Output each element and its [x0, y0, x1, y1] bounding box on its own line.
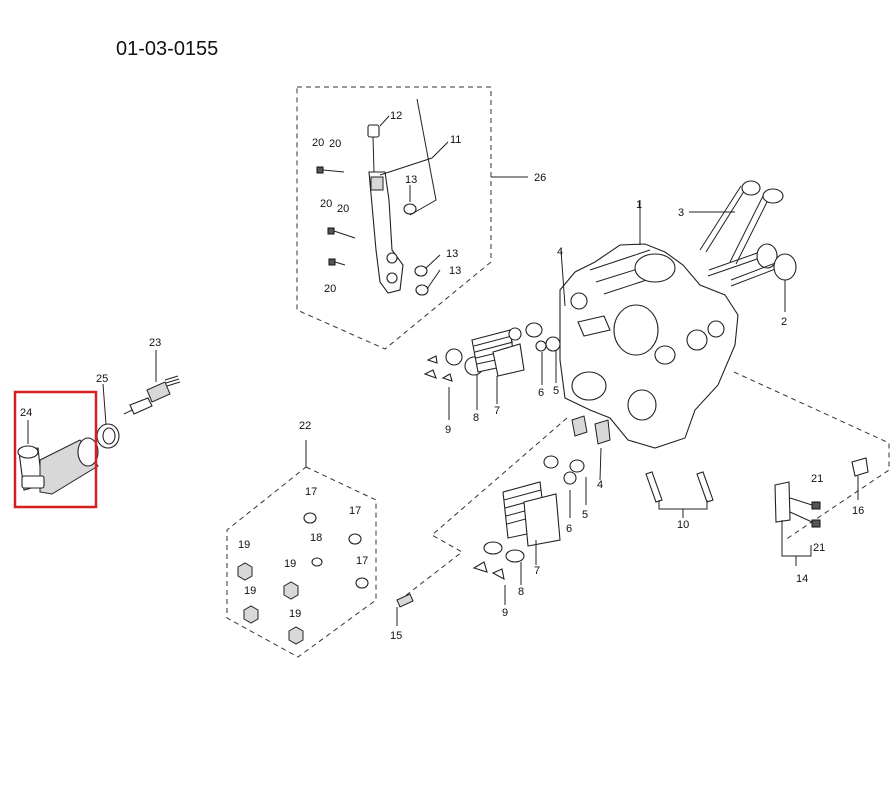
upper-valve-train — [423, 322, 561, 420]
callout-24: 24 — [20, 407, 32, 419]
callout-labels: 1 2 3 4 4 5 5 6 6 7 7 8 8 9 9 10 11 12 1… — [20, 110, 864, 642]
callout-15: 15 — [390, 630, 402, 642]
callout-3: 3 — [678, 207, 684, 219]
group-outline-nuts-washers — [226, 466, 377, 658]
callout-14: 14 — [796, 573, 808, 585]
callout-22: 22 — [299, 420, 311, 432]
lower-valve-train — [472, 455, 587, 605]
bolt-20-a — [316, 166, 345, 174]
callout-6b: 6 — [566, 523, 572, 535]
nuts-washers — [237, 440, 369, 645]
callout-18: 18 — [310, 532, 322, 544]
callout-20c: 20 — [320, 198, 332, 210]
callout-17b: 17 — [349, 505, 361, 517]
callout-4b: 4 — [597, 479, 603, 491]
group-outline-rocker-arm — [296, 86, 492, 350]
callout-21b: 21 — [813, 542, 825, 554]
bolt-20-b — [327, 227, 356, 239]
right-side-parts — [645, 457, 869, 566]
callout-19b: 19 — [284, 558, 296, 570]
callout-5b: 5 — [582, 509, 588, 521]
callout-19a: 19 — [238, 539, 250, 551]
callout-2: 2 — [781, 316, 787, 328]
callout-20d: 20 — [337, 203, 349, 215]
callout-13b: 13 — [446, 248, 458, 260]
callout-12: 12 — [390, 110, 402, 122]
diagram-title: 01-03-0155 — [116, 38, 219, 60]
callout-25: 25 — [96, 373, 108, 385]
valves — [689, 180, 797, 312]
callout-9a: 9 — [445, 424, 451, 436]
callout-6a: 6 — [538, 387, 544, 399]
callout-5a: 5 — [553, 385, 559, 397]
callout-17a: 17 — [305, 486, 317, 498]
callout-16: 16 — [852, 505, 864, 517]
rocker-arm-assembly — [316, 98, 528, 296]
bolt-20-c — [328, 258, 346, 266]
spark-plug — [123, 350, 181, 415]
callout-10: 10 — [677, 519, 689, 531]
cylinder-head — [559, 200, 739, 481]
callout-8b: 8 — [518, 586, 524, 598]
callout-7b: 7 — [534, 565, 540, 577]
callout-26: 26 — [534, 172, 546, 184]
callout-19d: 19 — [289, 608, 301, 620]
callout-8a: 8 — [473, 412, 479, 424]
callout-13a: 13 — [405, 174, 417, 186]
callout-23: 23 — [149, 337, 161, 349]
callout-17c: 17 — [356, 555, 368, 567]
seal-ring-25 — [96, 383, 120, 449]
callout-13c: 13 — [449, 265, 461, 277]
callout-20a: 20 — [312, 137, 324, 149]
highlight-box-part-24 — [13, 390, 98, 509]
callout-9b: 9 — [502, 607, 508, 619]
callout-4a: 4 — [557, 246, 563, 258]
callout-21a: 21 — [811, 473, 823, 485]
callout-7a: 7 — [494, 405, 500, 417]
stud-15 — [396, 593, 414, 626]
callout-20b: 20 — [329, 138, 341, 150]
callout-11: 11 — [450, 134, 461, 146]
group-outline-valve-lower — [399, 417, 568, 601]
callout-19c: 19 — [244, 585, 256, 597]
plug-cap-24 — [17, 420, 99, 495]
callout-1: 1 — [636, 199, 642, 211]
callout-20e: 20 — [324, 283, 336, 295]
group-outline-valve-right — [733, 371, 890, 541]
